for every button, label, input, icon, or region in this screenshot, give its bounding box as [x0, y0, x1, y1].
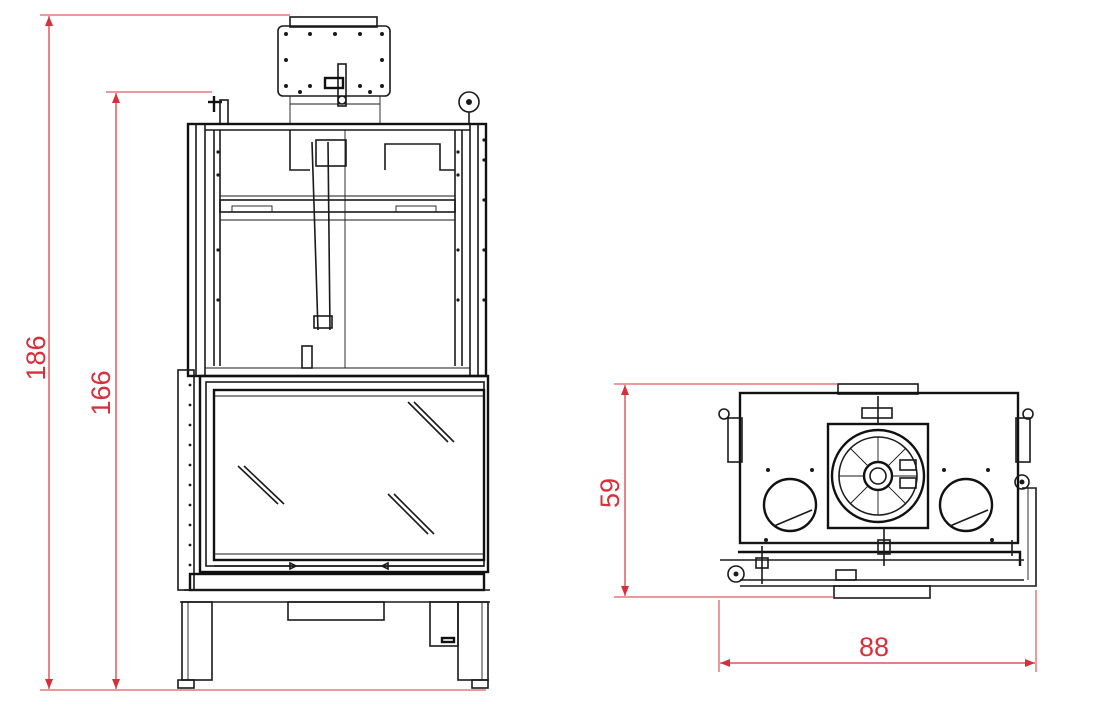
dimension-166: 166: [86, 91, 212, 689]
width-label: 88: [859, 632, 889, 662]
dimension-88: 88: [718, 590, 1037, 672]
dimension-186: 186: [21, 14, 486, 691]
depth-label: 59: [595, 478, 625, 508]
overall-height-label: 186: [21, 335, 51, 380]
flue-collar: [277, 16, 391, 124]
dimension-59: 59: [595, 383, 838, 598]
stove-base: [177, 572, 490, 689]
side-panel: [177, 369, 195, 591]
top-view: [718, 383, 1037, 599]
stove-body: [186, 122, 488, 378]
front-view: [177, 16, 490, 689]
glass-door: [198, 374, 490, 574]
opening-height-label: 166: [86, 370, 116, 415]
